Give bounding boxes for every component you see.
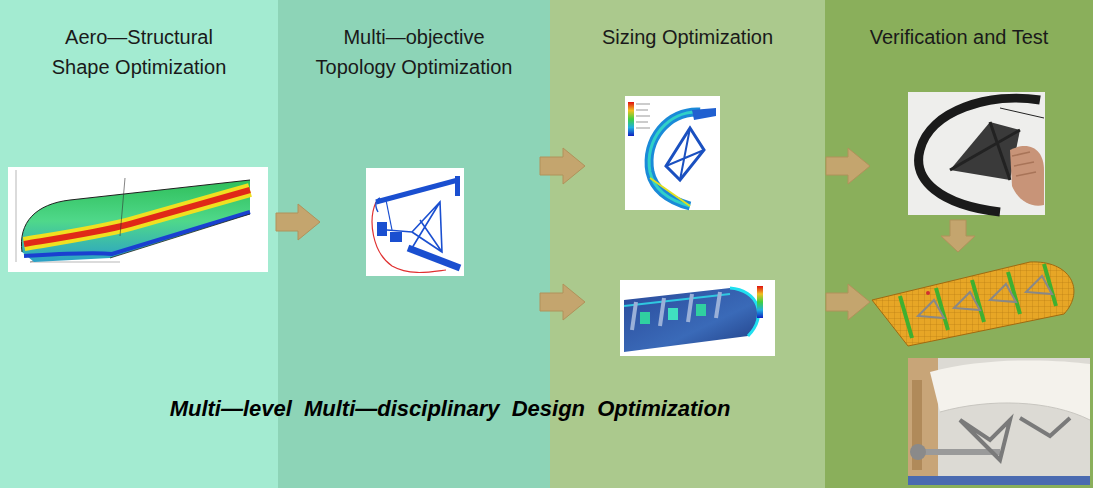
sizing-rib-plot: [625, 96, 720, 210]
wing-surface-plot: [8, 167, 268, 272]
stage-heading: Aero—Structural Shape Optimization: [42, 22, 237, 82]
sizing-panel-plot: [620, 280, 775, 356]
diagram-title: Multi—level Multi—disciplinary Design Op…: [90, 394, 810, 424]
stage-heading: Multi—objective Topology Optimization: [304, 22, 524, 82]
flow-arrow: [826, 284, 870, 320]
stage-heading: Sizing Optimization: [568, 22, 808, 52]
flow-arrow: [540, 148, 585, 184]
flow-arrow: [540, 284, 585, 320]
topology-figure: [366, 168, 464, 276]
stage-heading: Verification and Test: [839, 22, 1079, 52]
flow-arrow: [941, 220, 975, 252]
flow-arrow: [826, 148, 870, 184]
flow-arrow: [276, 204, 320, 240]
test-photo: [908, 358, 1090, 485]
mesh-model: [872, 262, 1074, 346]
rib-photo: [908, 92, 1045, 215]
